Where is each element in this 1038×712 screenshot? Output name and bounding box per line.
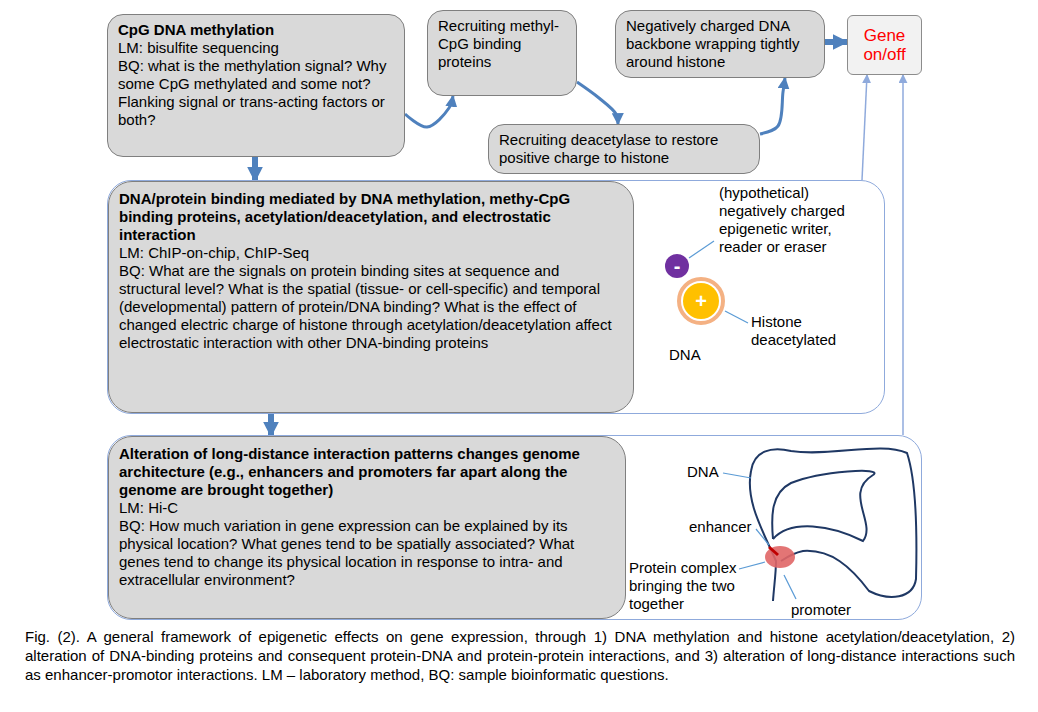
dna-strand: [772, 471, 874, 541]
leader-line: [784, 575, 796, 599]
callout-label: Protein complex bringing the two togethe…: [629, 559, 757, 613]
flow-arrow: [405, 96, 453, 127]
charge-sign: +: [695, 291, 707, 311]
leader-line: [723, 473, 751, 478]
box-text: Recruiting methyl-CpG binding proteins: [438, 17, 567, 71]
callout-label: promoter: [791, 601, 851, 619]
panel-frame: DNA enhancerProtein complex bringing the …: [107, 435, 922, 620]
flow-arrow: [902, 75, 904, 435]
process-box: Negatively charged DNA backbone wrapping…: [615, 10, 825, 78]
charge-circle: +: [677, 277, 725, 325]
box-text: Gene on/off: [851, 26, 918, 64]
flow-arrow: [268, 413, 274, 436]
callout-label: (hypothetical) negatively charged epigen…: [719, 184, 877, 256]
panel-frame: (hypothetical) negatively charged epigen…: [107, 180, 885, 414]
callout-label: enhancer: [689, 518, 752, 536]
flow-arrow: [760, 78, 785, 134]
leader-line: [739, 562, 765, 569]
box-heading: Alteration of long-distance interaction …: [119, 445, 615, 499]
box-heading: DNA/protein binding mediated by DNA meth…: [119, 190, 623, 244]
leader-line: [756, 529, 769, 545]
leader-line: [725, 311, 748, 323]
box-heading: CpG DNA methylation: [118, 21, 395, 39]
box-text: LM: Hi-C: [119, 499, 615, 517]
callout-label: DNA: [669, 346, 701, 364]
box-text: BQ: How much variation in gene expressio…: [119, 517, 615, 589]
enhancer-mark: [769, 547, 778, 555]
charge-sign: -: [674, 256, 681, 276]
process-box: Recruiting deacetylase to restore positi…: [488, 124, 760, 174]
dna-strand: [750, 448, 917, 601]
box-text: LM: bisulfite sequencing: [118, 39, 395, 57]
charge-disc: [665, 254, 689, 278]
box-text: Recruiting deacetylase to restore positi…: [499, 131, 750, 167]
leader-line: [689, 241, 714, 258]
box-text: BQ: What are the signals on protein bind…: [119, 262, 623, 352]
flow-arrow: [252, 157, 258, 181]
callout-label: DNA: [687, 463, 719, 481]
result-box: Gene on/off: [847, 15, 922, 75]
flow-arrow: [862, 75, 867, 180]
flow-arrow: [577, 82, 618, 124]
figure-caption: Fig. (2). A general framework of epigene…: [25, 627, 1015, 684]
caption-text: Fig. (2). A general framework of epigene…: [25, 628, 1015, 683]
protein-complex: [765, 546, 795, 568]
callout-label: Histone deacetylated: [751, 313, 876, 349]
dna-ring: [679, 279, 723, 323]
charge-disc: [683, 283, 719, 319]
process-box: Alteration of long-distance interaction …: [108, 436, 626, 619]
box-text: Negatively charged DNA backbone wrapping…: [626, 17, 815, 71]
process-box: Recruiting methyl-CpG binding proteins: [427, 10, 577, 96]
process-box: CpG DNA methylationLM: bisulfite sequenc…: [107, 14, 405, 157]
dna-loop-illustration: [723, 448, 916, 601]
flow-arrow: [825, 39, 847, 45]
charge-circle: -: [665, 254, 689, 278]
box-text: LM: ChIP-on-chip, ChIP-Seq: [119, 244, 623, 262]
process-box: DNA/protein binding mediated by DNA meth…: [108, 181, 634, 413]
box-text: BQ: what is the methylation signal? Why …: [118, 57, 395, 129]
